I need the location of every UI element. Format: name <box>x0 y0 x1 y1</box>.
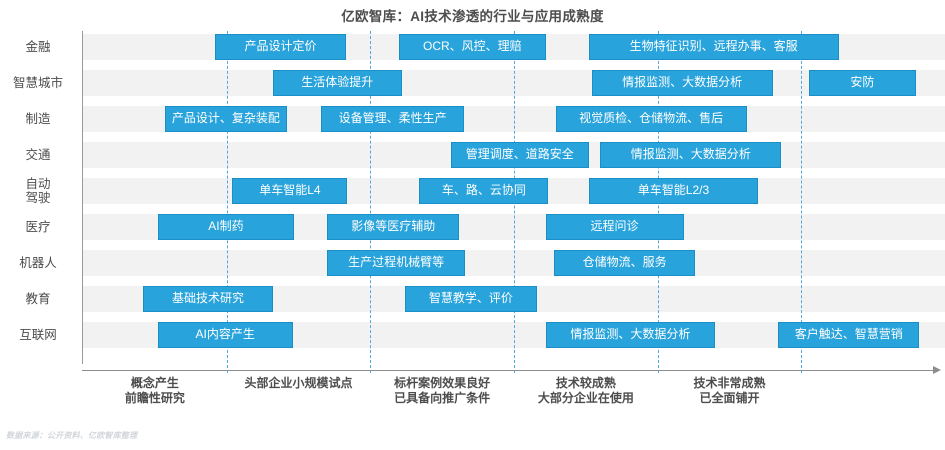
row-label-教育: 教育 <box>0 292 76 306</box>
bar-交通-1[interactable]: 管理调度、道路安全 <box>450 142 589 168</box>
bar-智慧城市-1[interactable]: 生活体验提升 <box>272 70 402 96</box>
bar-医疗-1[interactable]: AI制药 <box>157 214 295 240</box>
bar-金融-2[interactable]: OCR、风控、理赔 <box>399 34 546 60</box>
bar-教育-1[interactable]: 基础技术研究 <box>143 286 273 312</box>
source-note: 数据来源：公开资料、亿欧智库整理 <box>6 431 138 440</box>
row-label-line: 智慧城市 <box>12 76 63 90</box>
row-label-line: 教育 <box>25 292 51 306</box>
bar-交通-2[interactable]: 情报监测、大数据分析 <box>600 142 782 168</box>
bar-金融-1[interactable]: 产品设计定价 <box>215 34 346 60</box>
stage-label-5: 技术非常成熟已全面铺开 <box>630 376 830 406</box>
y-axis-line <box>82 31 83 364</box>
bar-智慧城市-2[interactable]: 情报监测、大数据分析 <box>591 70 773 96</box>
row-label-line: 医疗 <box>25 220 51 234</box>
row-label-line: 机器人 <box>19 256 57 270</box>
row-label-line: 自动 <box>25 177 51 191</box>
gridline-5 <box>801 31 803 373</box>
stage-label-line: 头部企业小规模试点 <box>244 376 353 390</box>
row-label-line: 制造 <box>25 112 51 126</box>
row-label-智慧城市: 智慧城市 <box>0 76 76 90</box>
stage-label-4: 技术较成熟大部分企业在使用 <box>486 376 686 406</box>
row-label-制造: 制造 <box>0 112 76 126</box>
gridline-1 <box>226 31 228 373</box>
bar-互联网-2[interactable]: 情报监测、大数据分析 <box>545 322 716 348</box>
row-label-line: 交通 <box>25 148 51 162</box>
stage-label-line: 技术非常成熟 <box>693 376 766 390</box>
bar-互联网-1[interactable]: AI内容产生 <box>157 322 293 348</box>
stage-label-line: 标杆案例效果良好 <box>394 376 491 390</box>
stage-label-line: 已全面铺开 <box>699 391 760 405</box>
bar-制造-1[interactable]: 产品设计、复杂装配 <box>164 106 287 132</box>
row-label-line: 互联网 <box>19 328 57 342</box>
bar-医疗-3[interactable]: 远程问诊 <box>545 214 684 240</box>
bar-机器人-2[interactable]: 仓储物流、服务 <box>554 250 695 276</box>
stage-label-2: 头部企业小规模试点 <box>199 376 399 391</box>
bar-互联网-3[interactable]: 客户触达、智慧营销 <box>778 322 920 348</box>
stage-label-1: 概念产生前瞻性研究 <box>55 376 255 406</box>
row-label-金融: 金融 <box>0 40 76 54</box>
gridline-2 <box>370 31 372 373</box>
bar-自动驾驶-3[interactable]: 单车智能L2/3 <box>588 178 759 204</box>
row-label-医疗: 医疗 <box>0 220 76 234</box>
bar-金融-3[interactable]: 生物特征识别、远程办事、客服 <box>588 34 839 60</box>
stage-label-line: 大部分企业在使用 <box>537 391 634 405</box>
row-label-line: 驾驶 <box>25 191 51 205</box>
row-label-自动驾驶: 自动驾驶 <box>0 177 76 205</box>
stage-label-line: 技术较成熟 <box>555 376 616 390</box>
bar-自动驾驶-1[interactable]: 单车智能L4 <box>232 178 348 204</box>
row-label-机器人: 机器人 <box>0 256 76 270</box>
stage-label-line: 概念产生 <box>130 376 179 390</box>
stage-label-line: 前瞻性研究 <box>124 391 185 405</box>
chart-title: 亿欧智库：AI技术渗透的行业与应用成熟度 <box>341 9 604 24</box>
bar-医疗-2[interactable]: 影像等医疗辅助 <box>327 214 460 240</box>
stage-label-3: 标杆案例效果良好已具备向推广条件 <box>342 376 542 406</box>
row-label-交通: 交通 <box>0 148 76 162</box>
stage-label-line: 已具备向推广条件 <box>394 391 491 405</box>
bar-智慧城市-3[interactable]: 安防 <box>808 70 917 96</box>
bar-自动驾驶-2[interactable]: 车、路、云协同 <box>419 178 549 204</box>
bar-制造-3[interactable]: 视觉质检、仓储物流、售后 <box>555 106 747 132</box>
row-label-line: 金融 <box>25 40 51 54</box>
row-label-互联网: 互联网 <box>0 328 76 342</box>
x-axis-arrow-icon <box>933 365 941 374</box>
bar-机器人-1[interactable]: 生产过程机械臂等 <box>327 250 466 276</box>
x-axis-line <box>82 370 935 371</box>
bar-制造-2[interactable]: 设备管理、柔性生产 <box>321 106 464 132</box>
bar-教育-2[interactable]: 智慧教学、评价 <box>404 286 537 312</box>
